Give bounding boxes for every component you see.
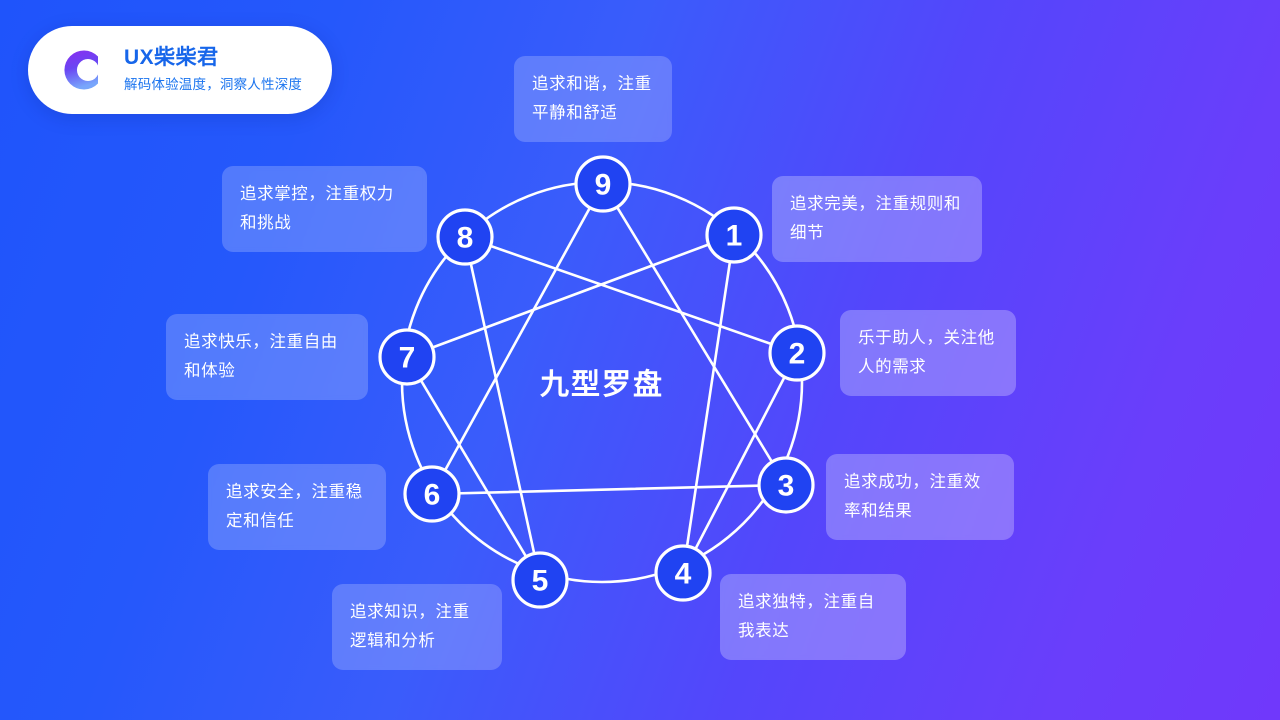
- enneagram-node-7[interactable]: 7: [378, 328, 436, 386]
- brand-tagline: 解码体验温度，洞察人性深度: [124, 76, 303, 92]
- node-label-8: 8: [457, 222, 474, 255]
- enneagram-diagram: 9 1 2 3 4 5 6 7 8 九型罗盘: [340, 125, 860, 645]
- enneagram-node-3[interactable]: 3: [757, 456, 815, 514]
- callout-card-type-3[interactable]: 追求成功，注重效率和结果: [826, 454, 1014, 540]
- callout-card-type-4[interactable]: 追求独特，注重自我表达: [720, 574, 906, 660]
- node-circle-2[interactable]: [768, 324, 826, 382]
- callout-card-type-7[interactable]: 追求快乐，注重自由和体验: [166, 314, 368, 400]
- callout-card-type-2[interactable]: 乐于助人，关注他人的需求: [840, 310, 1016, 396]
- node-circle-8[interactable]: [436, 208, 494, 266]
- enneagram-node-4[interactable]: 4: [654, 544, 712, 602]
- callout-card-type-8[interactable]: 追求掌控，注重权力和挑战: [222, 166, 427, 252]
- node-circle-9[interactable]: [574, 155, 632, 213]
- callout-card-type-5[interactable]: 追求知识，注重逻辑和分析: [332, 584, 502, 670]
- node-label-2: 2: [789, 338, 806, 371]
- brand-badge: UX柴柴君 解码体验温度，洞察人性深度: [28, 26, 332, 114]
- node-circle-4[interactable]: [654, 544, 712, 602]
- enneagram-node-1[interactable]: 1: [705, 206, 763, 264]
- node-label-1: 1: [726, 220, 743, 253]
- node-circle-3[interactable]: [757, 456, 815, 514]
- node-circle-1[interactable]: [705, 206, 763, 264]
- enneagram-svg: 9 1 2 3 4 5 6 7 8 九型罗盘: [378, 155, 826, 609]
- enneagram-line-4-2: [681, 351, 799, 575]
- node-label-5: 5: [532, 565, 549, 598]
- node-label-4: 4: [675, 558, 692, 591]
- callout-card-type-6[interactable]: 追求安全，注重稳定和信任: [208, 464, 386, 550]
- enneagram-node-5[interactable]: 5: [511, 551, 569, 609]
- node-label-6: 6: [424, 479, 441, 512]
- diagram-center-title: 九型罗盘: [540, 367, 664, 401]
- enneagram-node-6[interactable]: 6: [403, 465, 461, 523]
- brand-name: UX柴柴君: [124, 46, 219, 70]
- enneagram-node-9[interactable]: 9: [574, 155, 632, 213]
- enneagram-line-8-5: [463, 235, 542, 582]
- enneagram-node-group: 9 1 2 3 4 5 6 7 8: [378, 155, 826, 609]
- enneagram-node-2[interactable]: 2: [768, 324, 826, 382]
- callout-card-type-1[interactable]: 追求完美，注重规则和细节: [772, 176, 982, 262]
- node-label-3: 3: [778, 470, 795, 503]
- node-circle-5[interactable]: [511, 551, 569, 609]
- node-label-7: 7: [399, 342, 416, 375]
- enneagram-line-7-1: [405, 233, 736, 359]
- brand-text-block: UX柴柴君 解码体验温度，洞察人性深度: [124, 45, 302, 95]
- letter-c-gradient-logo-icon: [64, 50, 98, 90]
- node-circle-6[interactable]: [403, 465, 461, 523]
- node-label-9: 9: [595, 169, 612, 202]
- enneagram-node-8[interactable]: 8: [436, 208, 494, 266]
- enneagram-line-6-9: [430, 182, 605, 496]
- enneagram-line-5-7: [405, 355, 542, 582]
- callout-card-type-9[interactable]: 追求和谐，注重平静和舒适: [514, 56, 672, 142]
- enneagram-line-1-4: [681, 233, 736, 575]
- enneagram-line-2-8: [463, 235, 799, 355]
- node-circle-7[interactable]: [378, 328, 436, 386]
- enneagram-connection-lines: [405, 182, 799, 582]
